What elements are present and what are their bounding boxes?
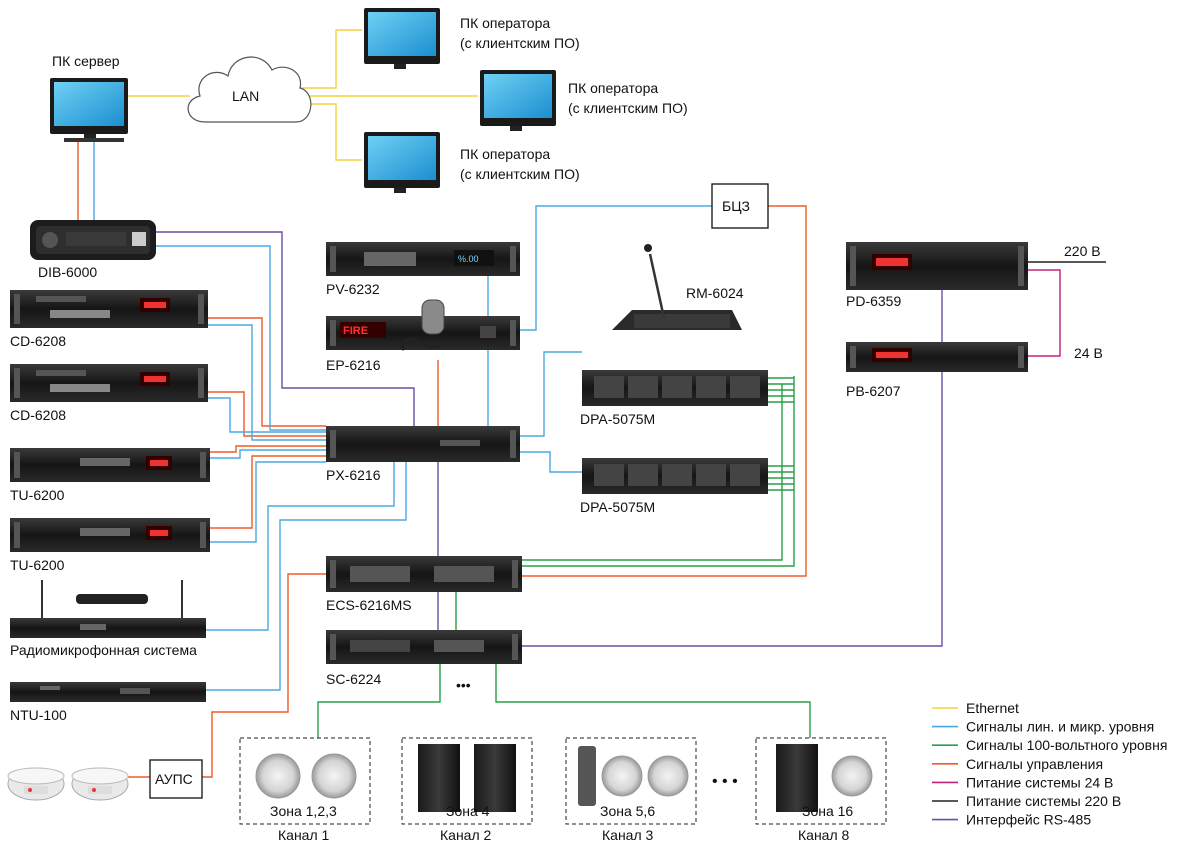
dpa-5075m-device-2 [582, 458, 768, 494]
zone-16-label: Зона 16 [802, 803, 853, 819]
operator-pc-2-line2: (с клиентским ПО) [568, 100, 688, 116]
dib-6000-label: DIB-6000 [38, 264, 97, 280]
rm-6024-label: RM-6024 [686, 285, 744, 301]
operator-pc-3-line2: (с клиентским ПО) [460, 166, 580, 182]
legend-label: Сигналы лин. и микр. уровня [966, 719, 1154, 735]
legend-label: Сигналы 100-вольтного уровня [966, 737, 1167, 753]
smoke-detector-icon [71, 767, 129, 801]
ep-6216-fire-display: FIRE [343, 325, 368, 337]
legend-label: Ethernet [966, 700, 1019, 716]
wires-control [77, 140, 807, 778]
dpa-5075m-device-1 [582, 370, 768, 406]
pv-6232-label: PV-6232 [326, 281, 380, 297]
pd-6359-label: PD-6359 [846, 293, 901, 309]
ntu-100-device [10, 682, 206, 702]
wires-line-level [93, 140, 712, 691]
zone-box-3 [565, 737, 697, 825]
pc-server-label: ПК сервер [52, 53, 120, 69]
legend-label: Питание системы 24 В [966, 774, 1113, 790]
pv-6232-device [326, 242, 520, 276]
dpa-5075m-label-2: DPA-5075M [580, 499, 655, 515]
wires-rs485 [156, 231, 943, 647]
zone-5-6-label: Зона 5,6 [600, 803, 655, 819]
ep-6216-label: EP-6216 [326, 357, 381, 373]
legend-label: Питание системы 220 В [966, 793, 1121, 809]
sc-6224-ellipsis: ••• [456, 677, 471, 693]
wires-100v [317, 376, 811, 738]
tu-6200-label-2: TU-6200 [10, 557, 65, 573]
cd-6208-label-2: CD-6208 [10, 407, 66, 423]
rm-6024-device [612, 244, 742, 330]
zone-4-label: Зона 4 [446, 803, 490, 819]
pd-6359-device [846, 242, 1028, 290]
sc-6224-label: SC-6224 [326, 671, 381, 687]
operator-pc-3-line1: ПК оператора [460, 146, 550, 162]
zones-ellipsis: • • • [712, 773, 738, 790]
v220-label: 220 В [1064, 243, 1101, 259]
tu-6200-label-1: TU-6200 [10, 487, 65, 503]
zone-box-16 [755, 737, 887, 825]
operator-pc-2 [480, 70, 556, 131]
ecs-6216ms-device [326, 556, 522, 592]
cd-6208-device-2 [10, 364, 208, 402]
pb-6207-label: PB-6207 [846, 383, 901, 399]
tu-6200-device-2 [10, 518, 210, 552]
dib-6000-device [30, 220, 156, 260]
zone-1-channel: Канал 1 [278, 827, 330, 843]
operator-pc-1-line1: ПК оператора [460, 15, 550, 31]
operator-pc-2-line1: ПК оператора [568, 80, 658, 96]
dpa-5075m-label-1: DPA-5075M [580, 411, 655, 427]
ntu-100-label: NTU-100 [10, 707, 67, 723]
legend-label: Сигналы управления [966, 756, 1103, 772]
tu-6200-device-1 [10, 448, 210, 482]
microphone-icon [400, 299, 448, 351]
px-6216-label: PX-6216 [326, 467, 381, 483]
operator-pc-3 [364, 132, 440, 193]
pb-6207-device [846, 342, 1028, 372]
zone-box-1 [239, 737, 371, 825]
radio-mic-system-device [10, 580, 206, 638]
cd-6208-label-1: CD-6208 [10, 333, 66, 349]
wires-ethernet [128, 29, 478, 161]
smoke-detector-icon [7, 767, 65, 801]
aups-label: АУПС [155, 771, 193, 787]
v24-label: 24 В [1074, 345, 1103, 361]
ep-6216-device [326, 316, 520, 350]
aups-box [149, 759, 203, 799]
pc-server [50, 78, 128, 142]
zone-1-label: Зона 1,2,3 [270, 803, 337, 819]
lan-cloud-icon [187, 56, 312, 123]
legend-label: Интерфейс RS-485 [966, 812, 1091, 828]
bcz-label: БЦЗ [722, 198, 750, 214]
zone-box-2 [401, 737, 533, 825]
zone-5-6-channel: Канал 3 [602, 827, 654, 843]
wires-power [1028, 261, 1106, 357]
pv-6232-display: %.00 [458, 254, 479, 264]
operator-pc-1 [364, 8, 440, 69]
radio-mic-system-label: Радиомикрофонная система [10, 642, 197, 658]
ecs-6216ms-label: ECS-6216MS [326, 597, 412, 613]
px-6216-device [326, 426, 520, 462]
bcz-box [711, 183, 769, 229]
sc-6224-device [326, 630, 522, 664]
zone-16-channel: Канал 8 [798, 827, 850, 843]
lan-label: LAN [232, 88, 259, 104]
operator-pc-1-line2: (с клиентским ПО) [460, 35, 580, 51]
zone-4-channel: Канал 2 [440, 827, 492, 843]
cd-6208-device-1 [10, 290, 208, 328]
